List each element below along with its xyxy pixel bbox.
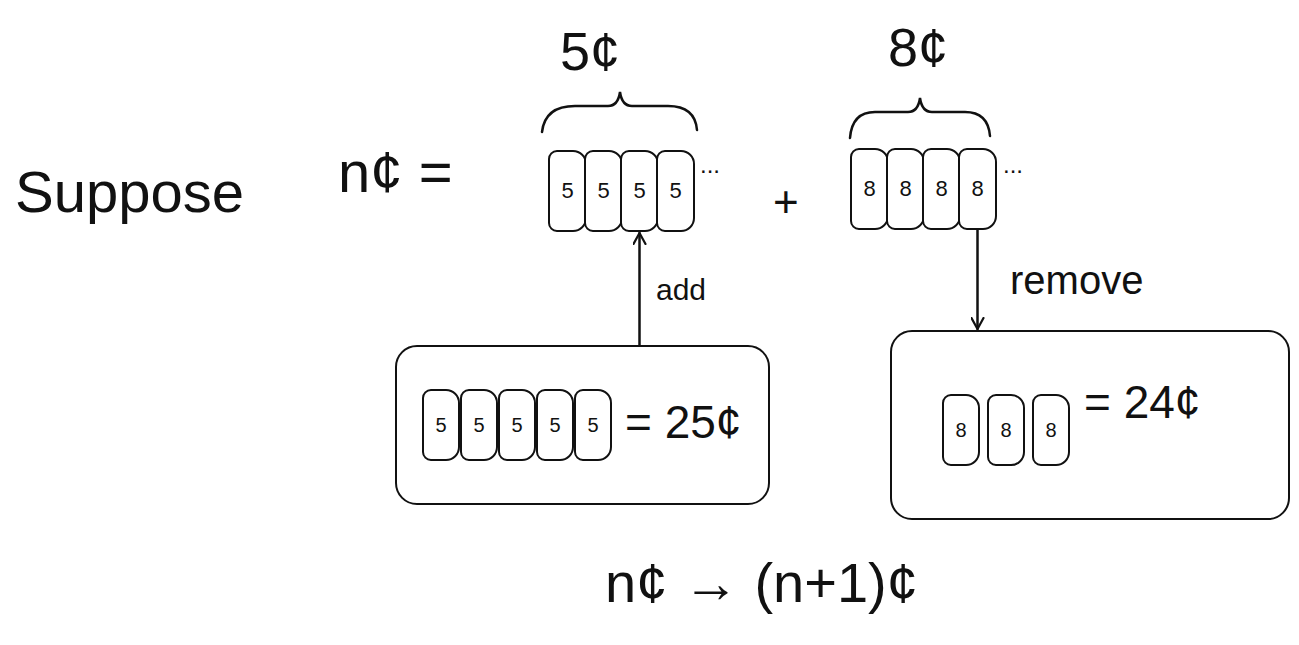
coin-value-label: 8¢ (888, 18, 948, 77)
coin-value: 8 (971, 177, 983, 201)
arrow (638, 233, 641, 345)
coin-value: 5 (435, 414, 446, 436)
coin: 8 (958, 148, 997, 230)
coin: 8 (987, 394, 1025, 466)
ellipsis: ... (1003, 152, 1023, 178)
brace (542, 92, 697, 132)
coin: 5 (536, 389, 574, 461)
coin-value: 8 (1000, 419, 1011, 441)
coin-value: 5 (633, 179, 645, 203)
ellipsis: ... (700, 152, 720, 178)
coin-value: 8 (1045, 419, 1056, 441)
coin: 8 (942, 394, 980, 466)
coin: 5 (574, 389, 612, 461)
coin-value: 5 (549, 414, 560, 436)
coin-value-label: 5¢ (560, 22, 620, 81)
equation-term: n¢ = (338, 140, 453, 204)
equation: n¢ → (n+1)¢ (605, 552, 918, 614)
plus-sign: + (773, 178, 799, 226)
coin: 5 (548, 150, 587, 232)
coin: 5 (584, 150, 623, 232)
arrow (976, 230, 979, 329)
coin: 8 (886, 148, 925, 230)
coin: 8 (922, 148, 961, 230)
coin: 5 (460, 389, 498, 461)
coin-value: 5 (511, 414, 522, 436)
coin-value: 8 (899, 177, 911, 201)
coin-value: 5 (473, 414, 484, 436)
coin-value: 5 (561, 179, 573, 203)
coin-value: 5 (597, 179, 609, 203)
coin-group-box: 8 8 8 = 24¢ (890, 330, 1290, 520)
coin: 5 (620, 150, 659, 232)
heading: Suppose (15, 160, 244, 224)
coin-value: 8 (955, 419, 966, 441)
coin: 8 (850, 148, 889, 230)
coin-group-box: 5 5 5 5 5 = 25¢ (395, 345, 770, 505)
coin-value: 8 (863, 177, 875, 201)
coin-value: 5 (587, 414, 598, 436)
arrow-label: add (654, 273, 708, 306)
coin: 5 (656, 150, 695, 232)
coin-value: 5 (669, 179, 681, 203)
brace (850, 98, 990, 138)
coin-value: 8 (935, 177, 947, 201)
coin: 8 (1032, 394, 1070, 466)
total-amount: = 25¢ (625, 397, 741, 448)
total-amount: = 24¢ (1084, 377, 1200, 428)
coin: 5 (498, 389, 536, 461)
coin: 5 (422, 389, 460, 461)
arrow-label: remove (1008, 258, 1145, 302)
